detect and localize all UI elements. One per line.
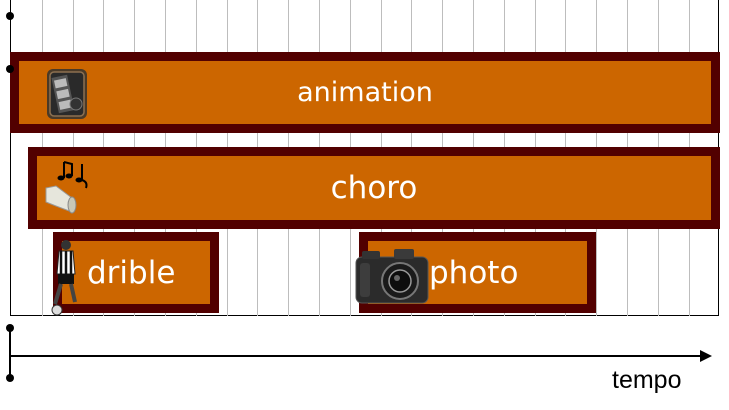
animation-block: animation [10,52,720,133]
timeline-start-dot [6,12,14,20]
time-axis-label: tempo [612,366,682,394]
choro-block: choro [28,147,720,229]
axis-origin-dot [6,374,14,382]
drible-block: drible [51,232,219,316]
camera-icon [354,245,430,305]
choro-label: choro [330,170,418,206]
grid-corner-dot [6,65,14,73]
photo-label: photo [429,254,519,291]
photo-block: photo [355,232,596,313]
film-reel-icon [46,68,88,120]
grid-bottom-dot [6,324,14,332]
animation-label: animation [297,77,433,108]
soccer-player-icon [47,238,85,316]
drible-label: drible [87,254,176,291]
speaker-music-notes-icon [42,158,100,214]
